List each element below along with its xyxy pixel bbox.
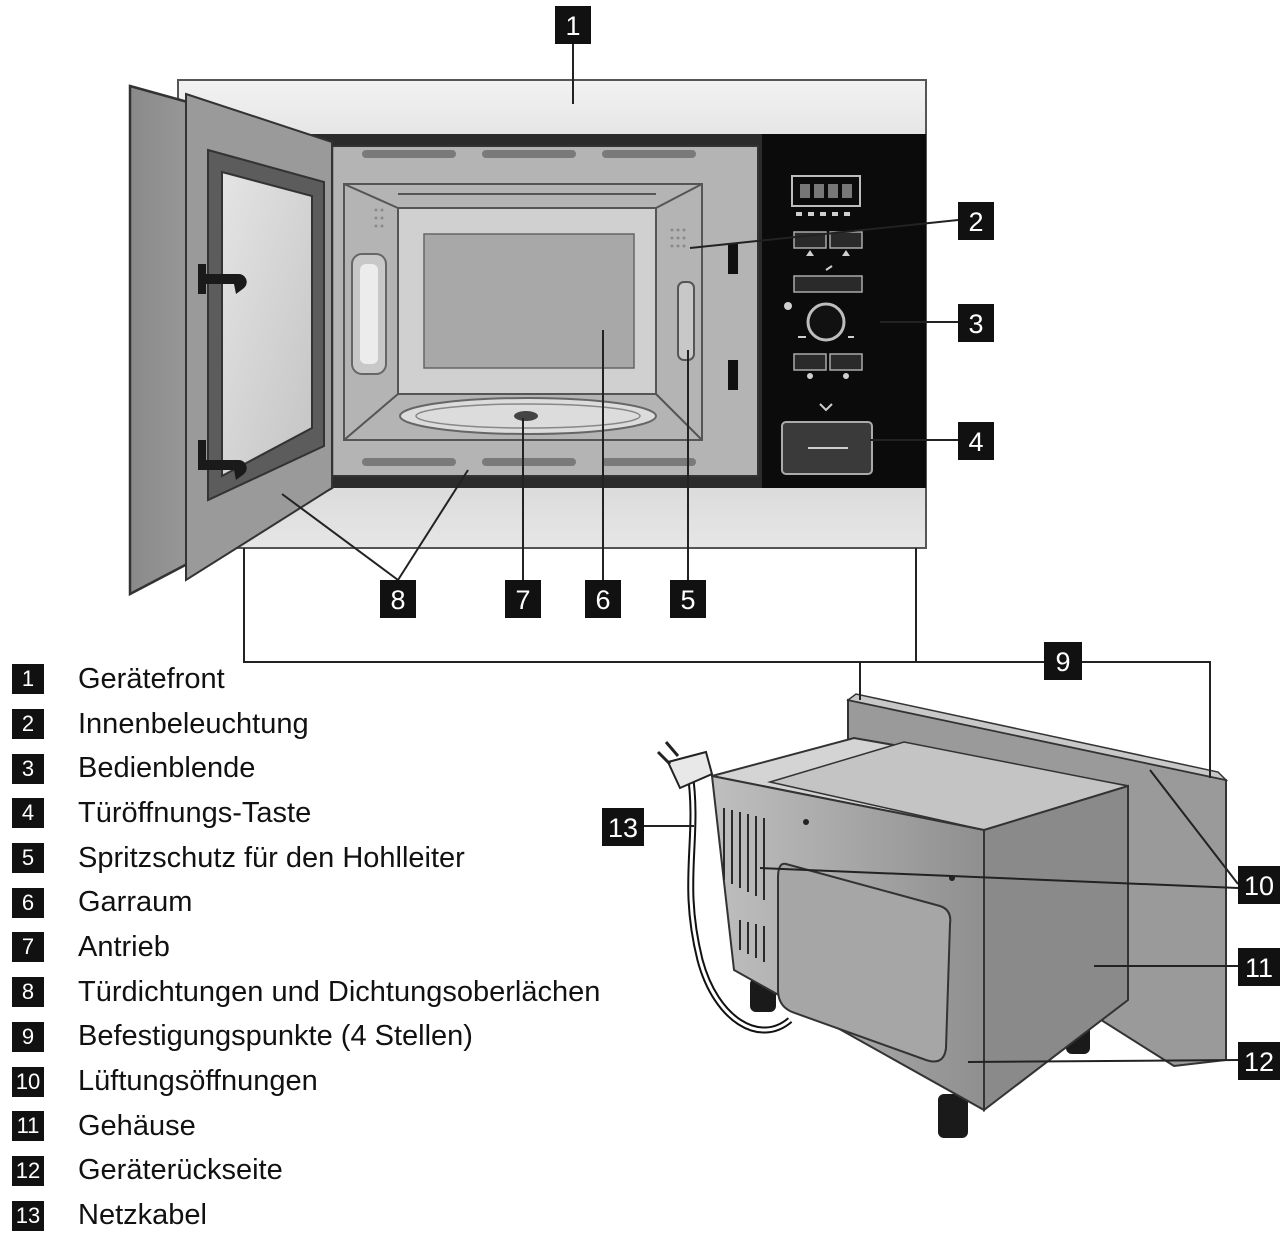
svg-text:6: 6 — [595, 585, 610, 615]
callout-3: 3 — [958, 304, 994, 342]
legend-item: 13 Netzkabel — [12, 1193, 712, 1238]
svg-text:10: 10 — [1244, 871, 1274, 901]
button-wide — [793, 275, 863, 293]
rear-bulge — [777, 862, 952, 1063]
legend-item: 7 Antrieb — [12, 925, 712, 970]
display-segments — [800, 184, 852, 198]
legend-item: 12 Geräterückseite — [12, 1149, 712, 1194]
legend-label: Netzkabel — [78, 1199, 207, 1232]
front-view — [128, 79, 927, 597]
leg-2 — [938, 1094, 968, 1138]
screw-1 — [803, 819, 809, 825]
svg-text:4: 4 — [968, 427, 983, 457]
callout-6: 6 — [585, 580, 621, 618]
legend-label: Spritzschutz für den Hohlleiter — [78, 841, 465, 874]
svg-text:11: 11 — [1245, 953, 1273, 983]
legend-number: 10 — [12, 1066, 44, 1097]
housing-side — [983, 784, 1129, 1113]
svg-text:12: 12 — [1244, 1047, 1274, 1077]
legend-number: 9 — [12, 1021, 44, 1052]
legend-label: Lüftungsöffnungen — [78, 1065, 318, 1098]
legend-number: 7 — [12, 932, 44, 963]
svg-text:7: 7 — [515, 585, 530, 615]
leader-lines — [243, 44, 1239, 1063]
power-plug — [656, 741, 714, 790]
legend-number: 2 — [12, 709, 44, 740]
power-cable-inner — [688, 771, 791, 1032]
legend-label: Türdichtungen und Dichtungsoberlächen — [78, 975, 601, 1008]
button-wide-icon — [825, 265, 833, 271]
callout-2: 2 — [958, 202, 994, 240]
legend-label: Antrieb — [78, 930, 170, 963]
callout-1: 1 — [555, 6, 591, 44]
latch-slot-top — [728, 244, 738, 274]
light-grille-left — [351, 253, 387, 375]
legend-number: 3 — [12, 753, 44, 784]
legend-label: Türöffnungs-Taste — [78, 796, 312, 829]
legend-label: Bedienblende — [78, 752, 256, 785]
legend-item: 9 Befestigungspunkte (4 Stellen) — [12, 1015, 712, 1060]
svg-text:2: 2 — [968, 207, 983, 237]
drive-coupler — [514, 411, 538, 421]
legend-label: Gehäuse — [78, 1109, 196, 1142]
legend: 1 Gerätefront 2 Innenbeleuchtung 3 Bedie… — [12, 657, 712, 1238]
legend-number: 8 — [12, 977, 44, 1008]
callouts: 1 2 3 4 5 6 7 8 — [380, 6, 1280, 1080]
callout-5: 5 — [670, 580, 706, 618]
svg-text:1: 1 — [565, 11, 580, 41]
callout-13: 13 — [602, 808, 644, 846]
legend-item: 2 Innenbeleuchtung — [12, 702, 712, 747]
legend-number: 13 — [12, 1200, 44, 1231]
callout-8: 8 — [380, 580, 416, 618]
legend-number: 6 — [12, 887, 44, 918]
legend-label: Innenbeleuchtung — [78, 707, 309, 740]
legend-item: 6 Garraum — [12, 880, 712, 925]
legend-item: 4 Türöffnungs-Taste — [12, 791, 712, 836]
seal-slots — [362, 150, 696, 466]
button-pair-bottom — [793, 353, 863, 379]
legend-item: 1 Gerätefront — [12, 657, 712, 702]
legend-item: 8 Türdichtungen und Dichtungsoberlächen — [12, 970, 712, 1015]
door-hook-bottom — [206, 459, 247, 480]
callout-7: 7 — [505, 580, 541, 618]
mounting-plate-edge — [846, 693, 1229, 782]
legend-number: 11 — [12, 1111, 44, 1142]
legend-item: 10 Lüftungsöffnungen — [12, 1059, 712, 1104]
svg-text:8: 8 — [390, 585, 405, 615]
svg-text:13: 13 — [608, 813, 638, 843]
legend-label: Garraum — [78, 886, 193, 919]
svg-text:3: 3 — [968, 309, 983, 339]
door-release-icon — [819, 403, 833, 412]
callout-9: 9 — [1044, 642, 1082, 680]
vent-dots — [374, 208, 686, 248]
legend-number: 4 — [12, 798, 44, 829]
waveguide-cover — [677, 281, 695, 361]
legend-number: 5 — [12, 843, 44, 874]
legend-label: Gerätefront — [78, 662, 225, 695]
legend-label: Befestigungspunkte (4 Stellen) — [78, 1020, 473, 1053]
svg-text:9: 9 — [1055, 647, 1070, 677]
latch-slot-bottom — [728, 360, 738, 390]
legend-item: 3 Bedienblende — [12, 746, 712, 791]
turntable-inner — [415, 403, 641, 429]
callout-12: 12 — [1238, 1042, 1280, 1080]
vent-grille — [723, 808, 765, 962]
control-dial — [784, 302, 854, 342]
legend-number: 1 — [12, 664, 44, 695]
callout-11: 11 — [1238, 948, 1280, 986]
svg-text:5: 5 — [680, 585, 695, 615]
legend-number: 12 — [12, 1155, 44, 1186]
door-hook-top — [206, 273, 247, 294]
callout-4: 4 — [958, 422, 994, 460]
callout-10: 10 — [1238, 866, 1280, 904]
cavity-back-panel — [423, 233, 635, 369]
open-door — [128, 84, 334, 597]
program-icons — [796, 212, 850, 216]
legend-item: 11 Gehäuse — [12, 1104, 712, 1149]
rear-view — [656, 693, 1229, 1138]
legend-label: Geräterückseite — [78, 1154, 283, 1187]
legend-item: 5 Spritzschutz für den Hohlleiter — [12, 836, 712, 881]
